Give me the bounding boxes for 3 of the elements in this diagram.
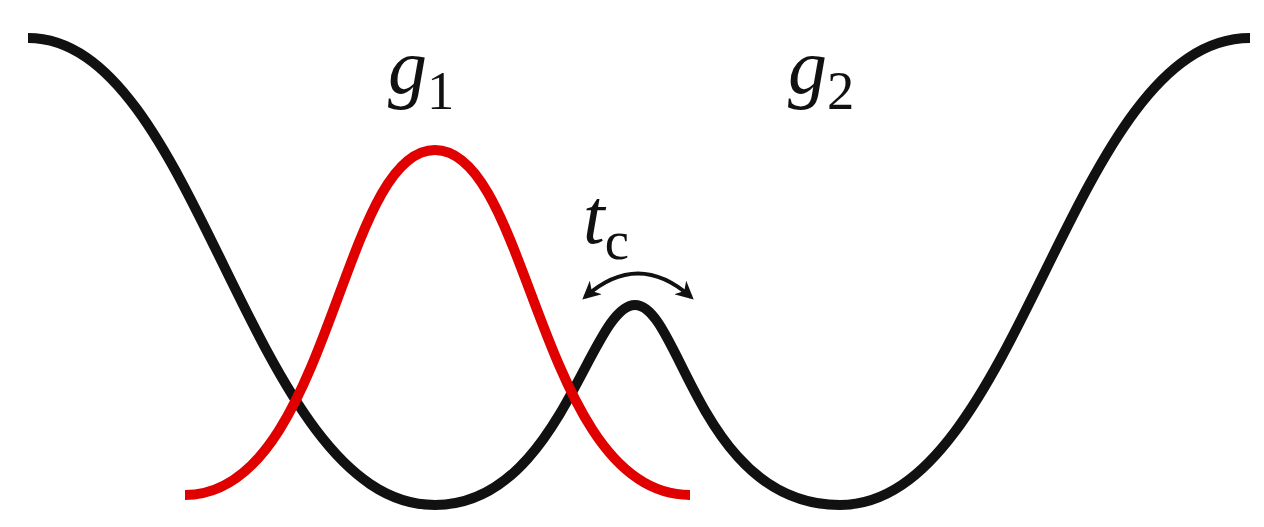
well-label: g$_{1}$ (388, 28, 455, 119)
well-label: g$_{2}$ (788, 28, 855, 119)
tunneling-label: t$_{c}$ (583, 178, 629, 269)
